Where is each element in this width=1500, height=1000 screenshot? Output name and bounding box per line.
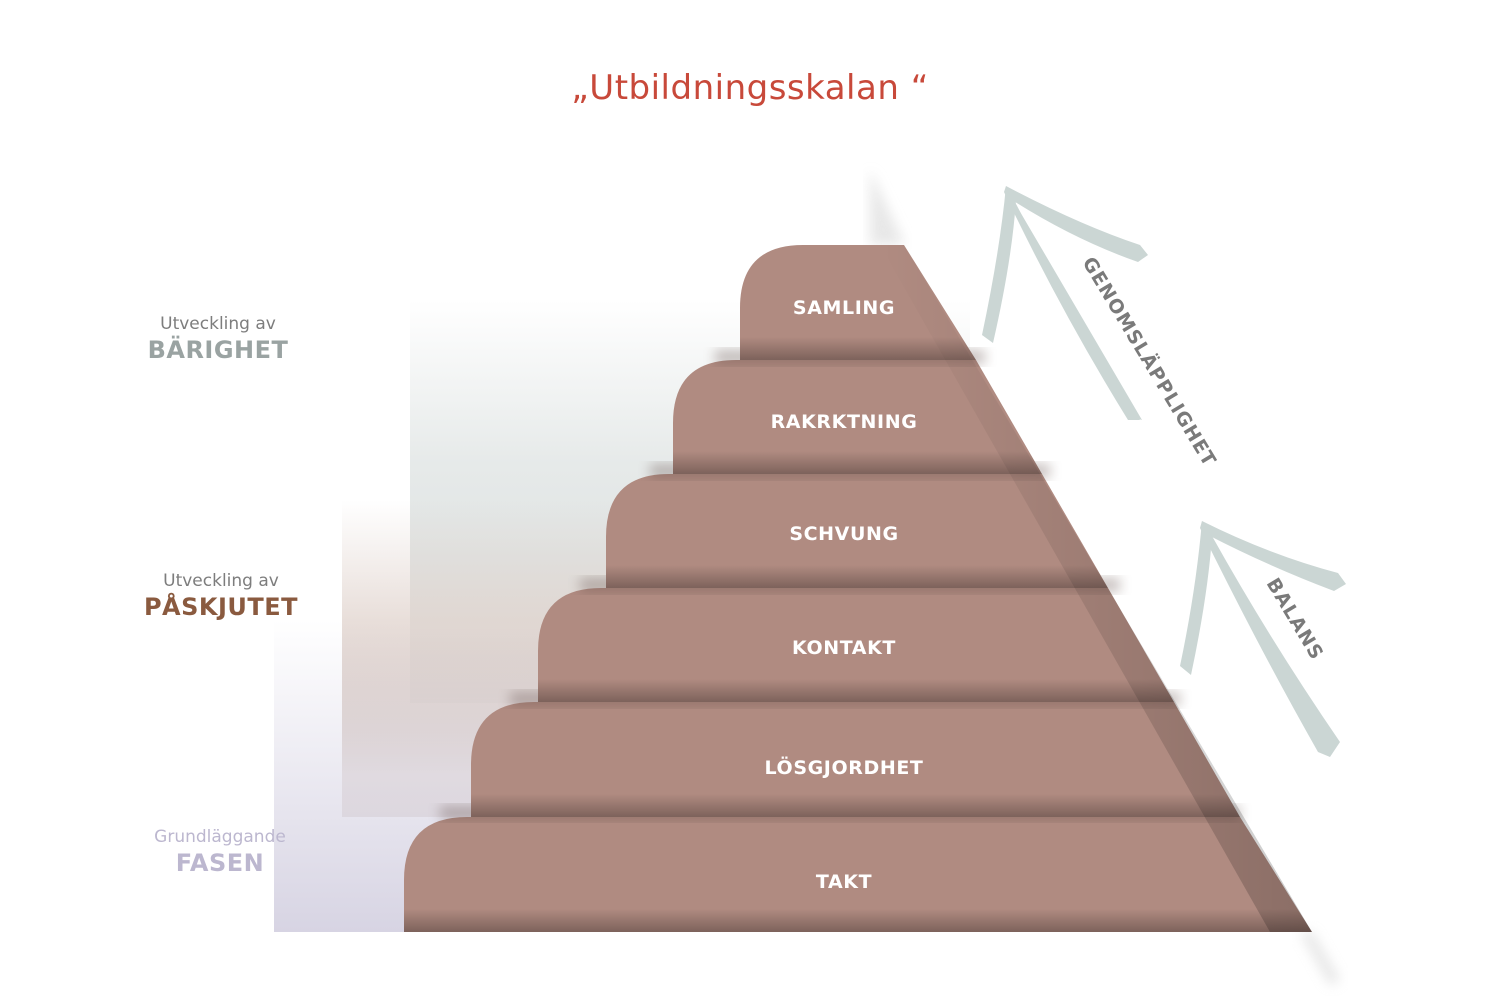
step-label-rakriktning: RAKRKTNING — [771, 411, 918, 433]
step-takt — [404, 817, 1312, 932]
step-label-losgjordhet: LÖSGJORDHET — [765, 755, 924, 779]
step-label-schvung: SCHVUNG — [789, 523, 898, 545]
step-losgjordhet — [440, 702, 1240, 820]
step-label-takt: TAKT — [816, 871, 872, 893]
arrow-up-icon — [1180, 521, 1346, 757]
phase-sub: Utveckling av — [163, 571, 279, 591]
step-label-kontakt: KONTAKT — [792, 637, 896, 659]
arrow-up-icon — [982, 186, 1148, 420]
phase-sub: Grundläggande — [154, 827, 286, 847]
step-rakriktning — [650, 360, 1050, 478]
step-label-samling: SAMLING — [793, 297, 895, 319]
diagram-title: „Utbildningsskalan “ — [571, 68, 929, 108]
phase-main: BÄRIGHET — [147, 336, 289, 364]
phase-main: FASEN — [175, 849, 265, 877]
phase-label-barighet: Utveckling av BÄRIGHET — [118, 314, 318, 364]
phase-sub: Utveckling av — [160, 314, 276, 334]
phase-label-fasen: Grundläggande FASEN — [120, 827, 320, 877]
phase-main: PÅSKJUTET — [143, 593, 299, 621]
step-kontakt — [510, 588, 1180, 706]
step-schvung — [580, 474, 1120, 592]
phase-label-paskjutet: Utveckling av PÅSKJUTET — [121, 571, 321, 621]
